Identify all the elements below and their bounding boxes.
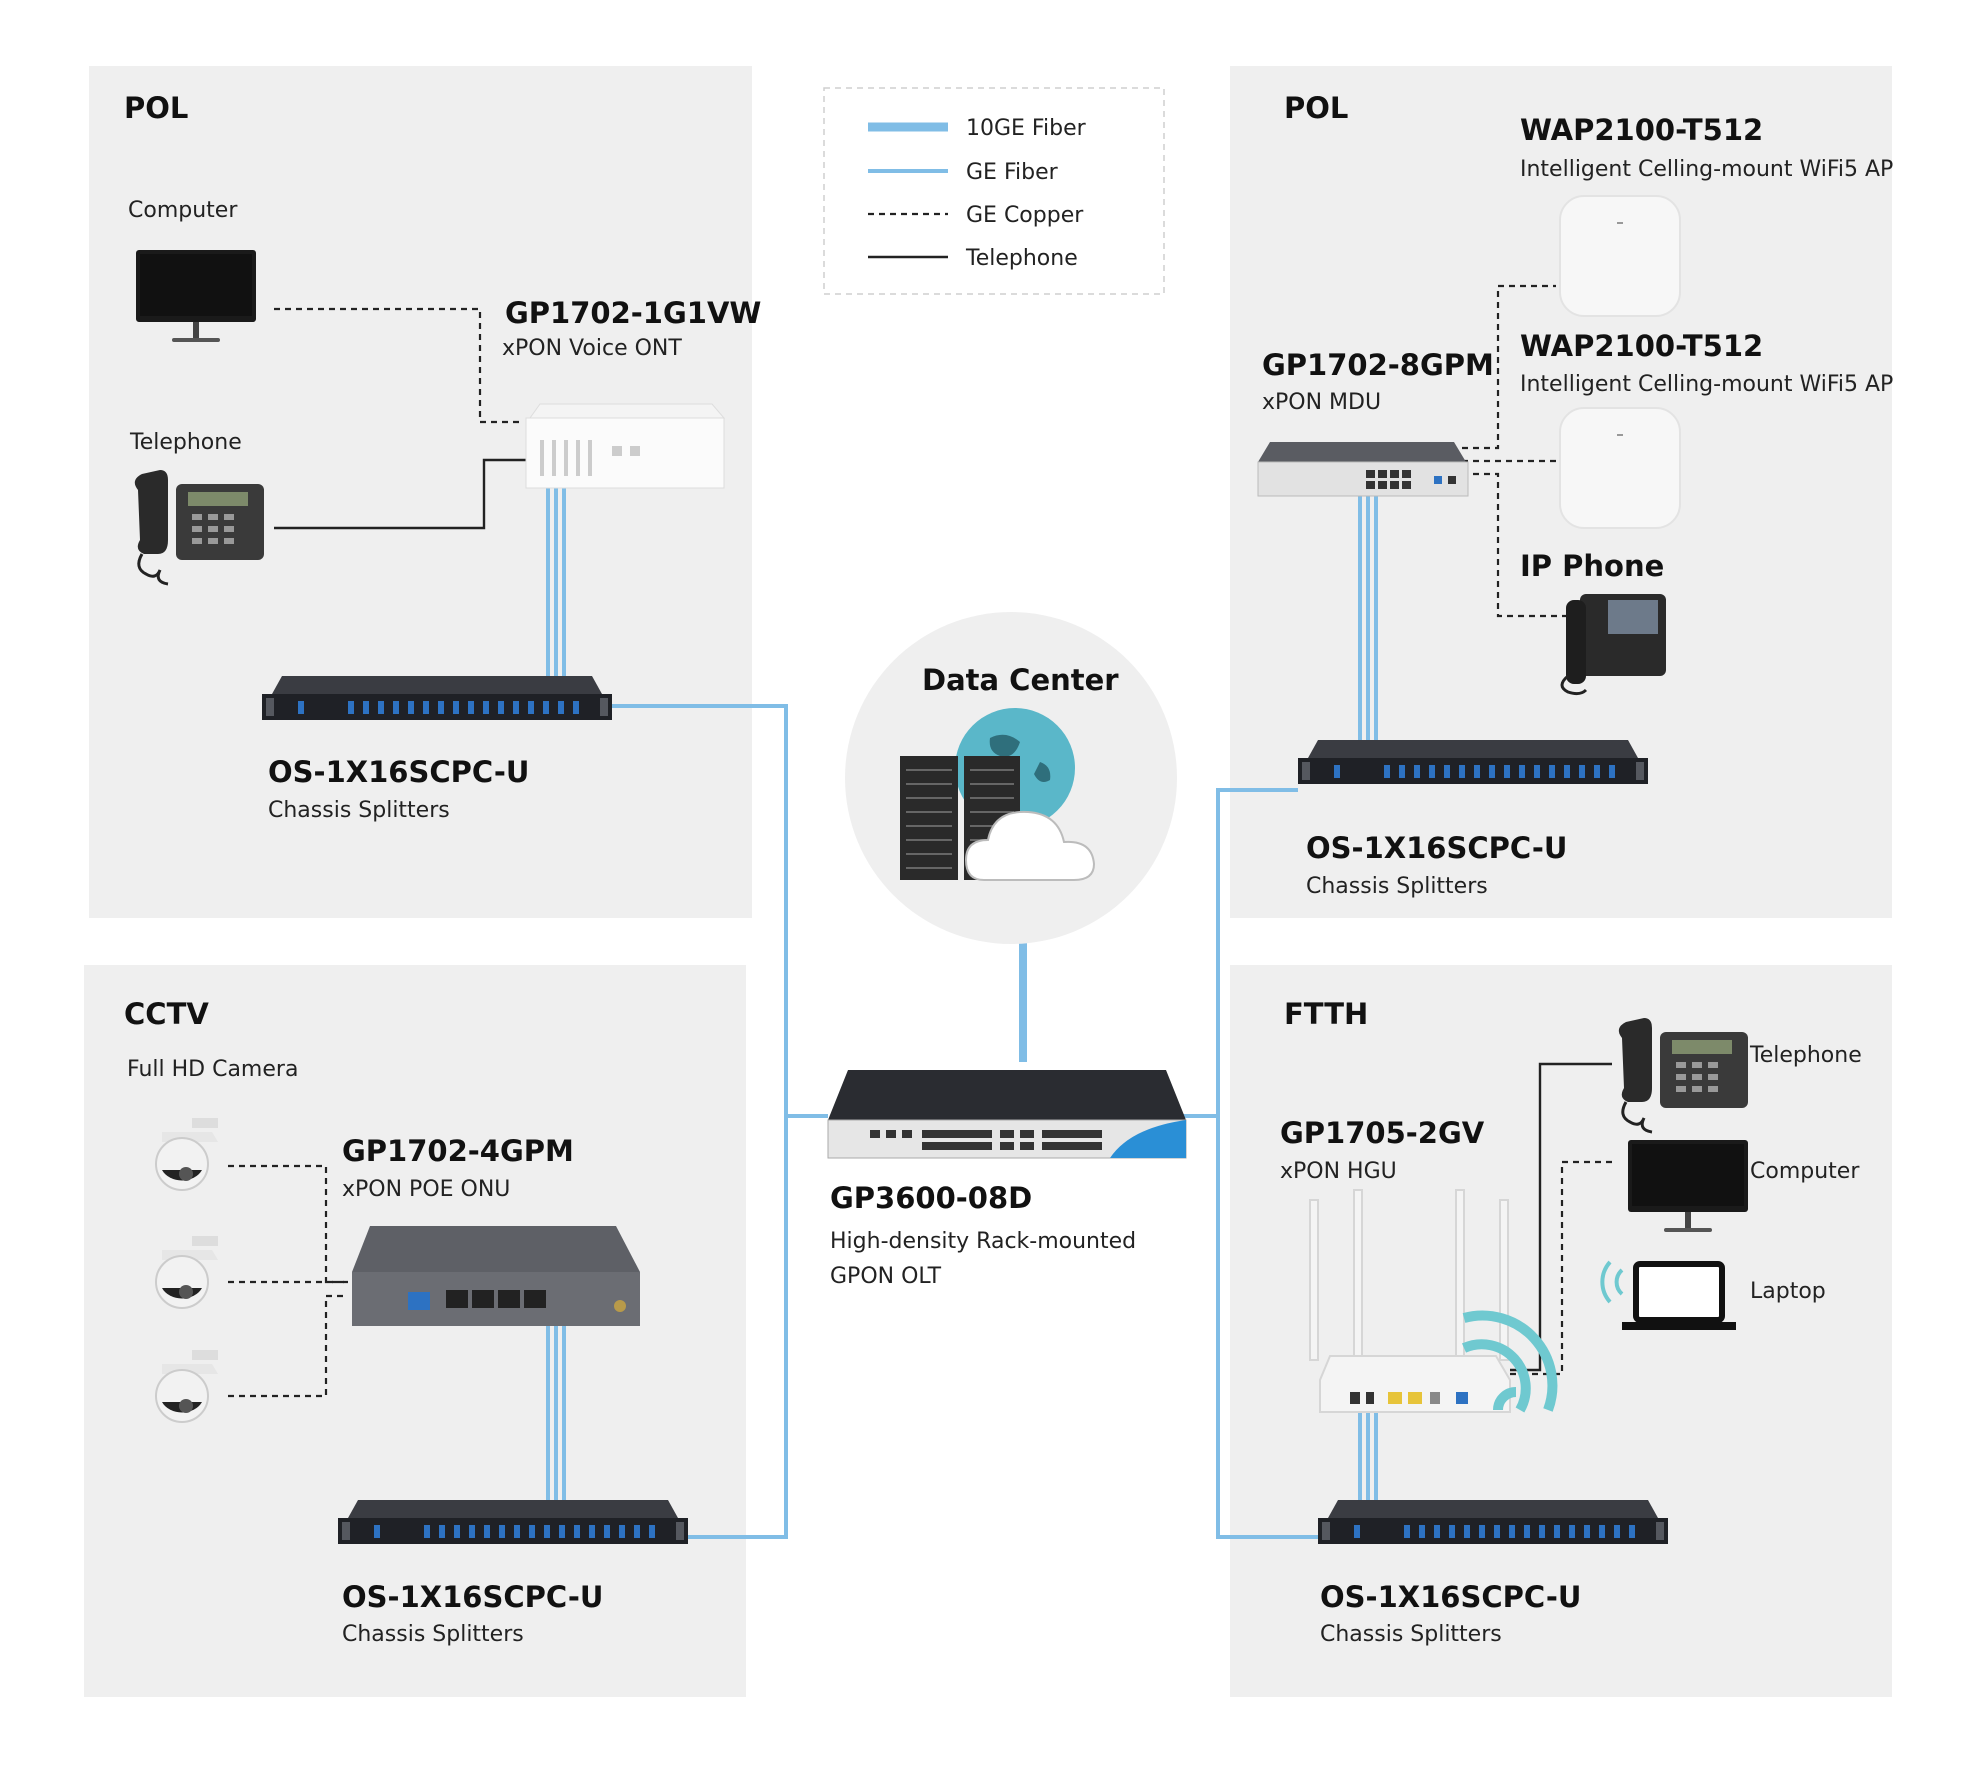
hgu-model: GP1705-2GV xyxy=(1280,1116,1485,1150)
data-center: Data Center xyxy=(845,612,1177,944)
ap-icon xyxy=(1559,407,1681,529)
olt-model: GP3600-08D xyxy=(830,1181,1032,1215)
ge-copper-line xyxy=(1510,1160,1616,1376)
data-center-title: Data Center xyxy=(922,663,1119,697)
ge-copper-line xyxy=(1462,472,1566,618)
pol-left-title: POL xyxy=(124,91,188,125)
legend-label: Telephone xyxy=(965,246,1078,271)
ap1-desc: Intelligent Celling-mount WiFi5 AP xyxy=(1520,157,1893,182)
splitter-icon xyxy=(338,1500,688,1544)
computer-label: Computer xyxy=(128,198,238,223)
olt-desc-line2: GPON OLT xyxy=(830,1264,942,1289)
ge-fiber-line xyxy=(1180,788,1298,1118)
splitter-model: OS-1X16SCPC-U xyxy=(268,755,529,789)
ge-copper-line xyxy=(274,307,522,424)
legend: 10GE Fiber GE Fiber GE Copper Telephone xyxy=(823,87,1165,295)
ap2-model: WAP2100-T512 xyxy=(1520,329,1763,363)
splitter-model: OS-1X16SCPC-U xyxy=(342,1580,603,1614)
mdu-desc: xPON MDU xyxy=(1262,390,1381,415)
fiber-links xyxy=(546,486,1378,1539)
splitter-desc: Chassis Splitters xyxy=(342,1622,524,1647)
ge-copper-line xyxy=(228,1164,348,1284)
ip-phone-label: IP Phone xyxy=(1520,549,1664,583)
ftth-panel xyxy=(1230,965,1892,1697)
splitter-desc: Chassis Splitters xyxy=(1306,874,1488,899)
ip-phone-icon xyxy=(1560,594,1666,696)
ge-fiber-line xyxy=(682,1116,788,1539)
olt-desc-line1: High-density Rack-mounted xyxy=(830,1229,1136,1254)
voice-ont-icon xyxy=(525,403,726,489)
ftth-title: FTTH xyxy=(1284,997,1368,1031)
onu-model: GP1702-4GPM xyxy=(342,1134,574,1168)
mdu-switch-icon xyxy=(1257,442,1469,497)
legend-label: GE Copper xyxy=(966,203,1084,228)
splitter-desc: Chassis Splitters xyxy=(1320,1622,1502,1647)
telephone-label: Telephone xyxy=(129,430,242,455)
ge-copper-line xyxy=(228,1294,348,1398)
wifi-icon xyxy=(1461,1310,1558,1413)
splitter-icon xyxy=(1298,740,1648,784)
hgu-desc: xPON HGU xyxy=(1280,1159,1397,1184)
ap1-model: WAP2100-T512 xyxy=(1520,113,1763,147)
cctv-title: CCTV xyxy=(124,997,209,1031)
mdu-model: GP1702-8GPM xyxy=(1262,348,1494,382)
ont-desc: xPON Voice ONT xyxy=(502,336,682,361)
poe-onu-icon xyxy=(352,1226,640,1326)
splitter-desc: Chassis Splitters xyxy=(268,798,450,823)
camera-label: Full HD Camera xyxy=(127,1057,298,1082)
legend-label: 10GE Fiber xyxy=(966,116,1087,141)
splitter-model: OS-1X16SCPC-U xyxy=(1306,831,1567,865)
pol-right-title: POL xyxy=(1284,91,1348,125)
ftth-telephone-label: Telephone xyxy=(1749,1043,1862,1068)
onu-desc: xPON POE ONU xyxy=(342,1177,510,1202)
cloud-icon xyxy=(964,810,1096,881)
legend-label: GE Fiber xyxy=(966,160,1059,185)
ap2-desc: Intelligent Celling-mount WiFi5 AP xyxy=(1520,372,1893,397)
ap-icon xyxy=(1559,195,1681,317)
legend-box xyxy=(823,87,1165,295)
ont-model: GP1702-1G1VW xyxy=(505,296,761,330)
olt-icon xyxy=(827,1070,1187,1159)
splitter-model: OS-1X16SCPC-U xyxy=(1320,1580,1581,1614)
cctv-panel xyxy=(84,965,746,1697)
telephone-line xyxy=(274,458,528,530)
ge-fiber-line xyxy=(605,704,828,1118)
splitter-icon xyxy=(262,676,612,720)
laptop-icon xyxy=(1600,1260,1736,1330)
ftth-computer-label: Computer xyxy=(1750,1159,1860,1184)
ge-fiber-line xyxy=(1216,1116,1318,1539)
splitter-icon xyxy=(1318,1500,1668,1544)
hgu-router-icon xyxy=(1309,1189,1511,1413)
ftth-laptop-label: Laptop xyxy=(1750,1279,1826,1304)
